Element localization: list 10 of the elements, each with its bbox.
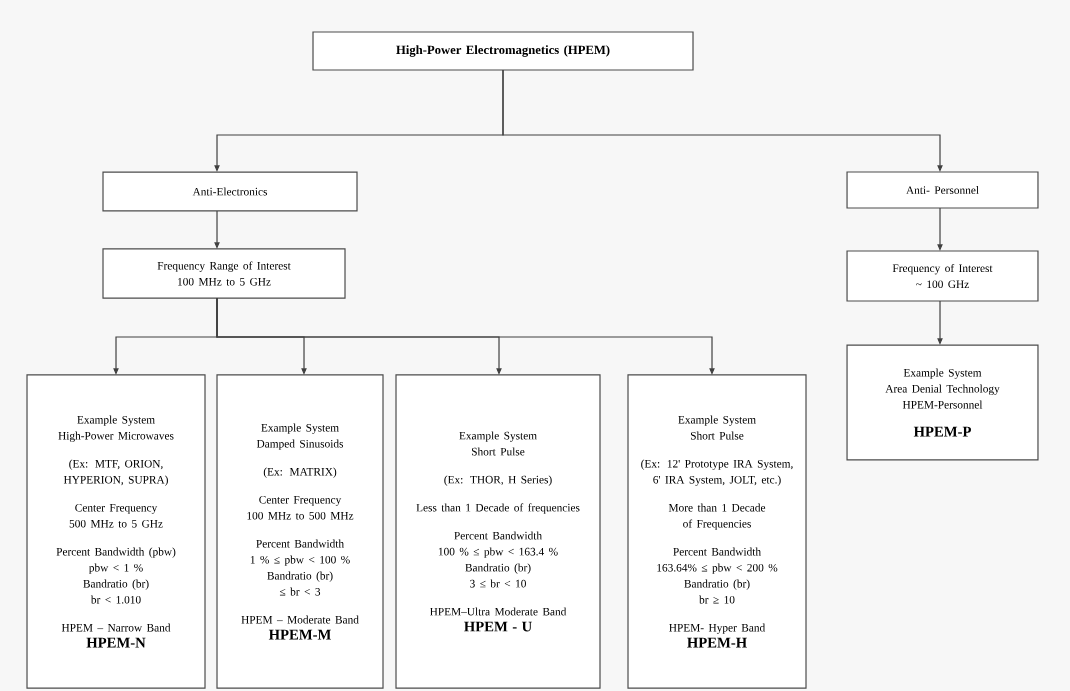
system-box: Example System Short Pulse (Ex: THOR, H Series) Less than 1 Decade of frequencies Percent Bandwidth 100 % ≤ pbw < 163.4 % Bandratio (br) 3 ≤ br < 10 HPEM–Ultra Moderate Band HPEM - U	[395, 374, 601, 689]
category-box: Anti-Electronics	[102, 171, 358, 212]
frequency-box: Frequency of Interest ~ 100 GHz	[846, 250, 1039, 302]
category-box: Anti- Personnel	[846, 171, 1039, 209]
frequency-box: Frequency Range of Interest 100 MHz to 5 GHz	[102, 248, 346, 299]
system-box: Example System Short Pulse (Ex: 12' Prototype IRA System, 6' IRA System, JOLT, etc.) More than 1 Decade of Frequencies Percent Bandwidth 163.64% ≤ pbw < 200 % Bandratio (br) br ≥ 10 HPEM- Hyper Band HPEM-H	[627, 374, 807, 689]
title-box: High-Power Electromagnetics (HPEM)	[312, 31, 694, 71]
system-box: Example System Damped Sinusoids (Ex: MATRIX) Center Frequency 100 MHz to 500 MHz Percent Bandwidth 1 % ≤ pbw < 100 % Bandratio (br) ≤ br < 3 HPEM – Moderate Band HPEM-M	[216, 374, 384, 689]
system-box: Example System Area Denial Technology HPEM-Personnel HPEM-P	[846, 344, 1039, 461]
system-box: Example System High-Power Microwaves (Ex: MTF, ORION, HYPERION, SUPRA) Center Frequency 500 MHz to 5 GHz Percent Bandwidth (pbw) pbw < 1 % Bandratio (br) br < 1.010 HPEM – Narrow Band HPEM-N	[26, 374, 206, 689]
